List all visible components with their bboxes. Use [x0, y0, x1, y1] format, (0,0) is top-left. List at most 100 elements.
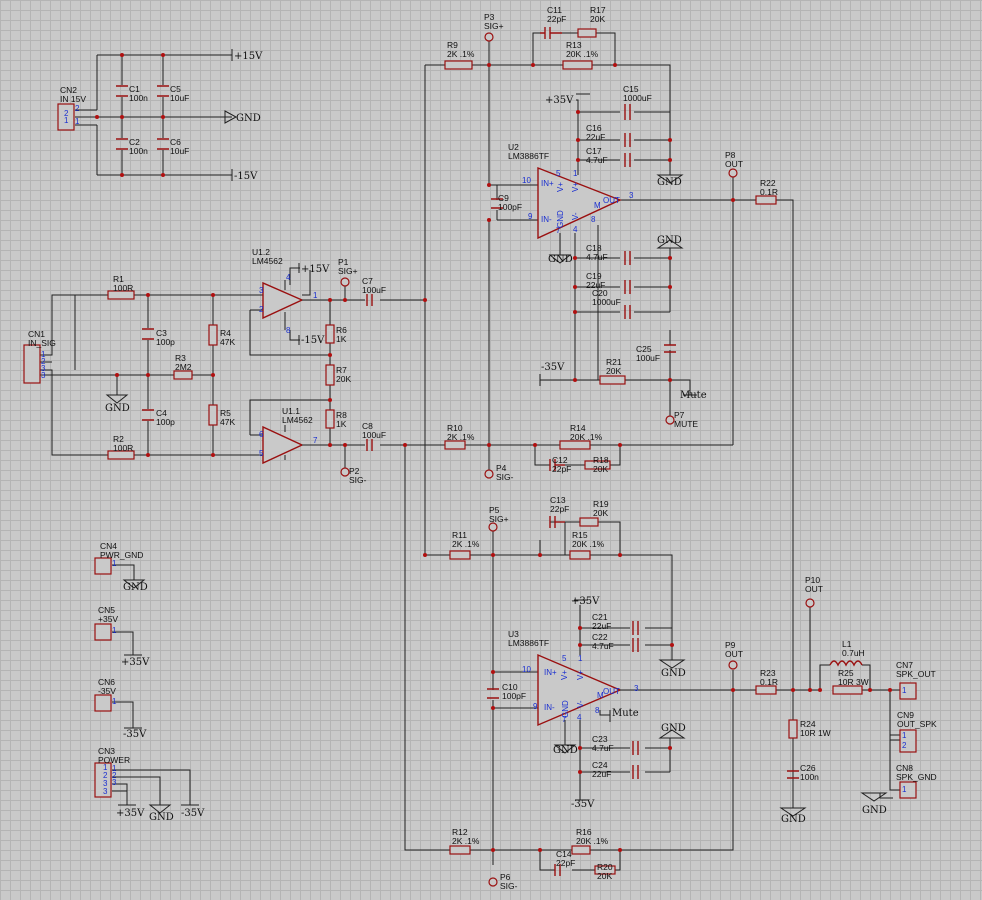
c7-ref: C7 — [362, 276, 373, 286]
pin-label-1: 1 — [75, 117, 80, 126]
r15-resistor — [569, 550, 591, 560]
r14-ref: R14 — [570, 423, 586, 433]
pin-label-14: 10 — [522, 176, 531, 185]
u3-value: LM3886TF — [508, 638, 549, 648]
p6-ref: P6 — [500, 872, 511, 882]
c19-value: 22uF — [586, 280, 605, 290]
pin-label-44: 1 — [103, 763, 108, 772]
u3-vplus2-pin: V+ — [576, 670, 585, 680]
cn5-ref: CN5 — [98, 605, 115, 615]
r4-ref: R4 — [220, 328, 231, 338]
c6-ref: C6 — [170, 137, 181, 147]
gnd_u3a-label: GND — [661, 668, 686, 679]
p35a-label: +35V — [545, 95, 574, 106]
r22-ref: R22 — [760, 178, 776, 188]
u3-vplus-pin: V+ — [560, 670, 569, 680]
u2-ref: U2 — [508, 142, 519, 152]
r16-resistor — [571, 845, 591, 855]
l1-value: 0.7uH — [842, 648, 865, 658]
pin-label-21: OUT — [603, 196, 620, 205]
r5-resistor — [208, 404, 218, 426]
p1-ref: P1 — [338, 257, 349, 267]
cn3-ref: CN3 — [98, 746, 115, 756]
u3-gnd-pin: GND — [561, 700, 570, 718]
pin-label-28: IN+ — [544, 668, 557, 677]
r2-value: 100R — [113, 443, 133, 453]
cn2-ref: CN2 — [60, 85, 77, 95]
pin-label-38: 1 — [112, 559, 117, 568]
p3-value: SIG+ — [484, 21, 504, 31]
c4-value: 100p — [156, 417, 175, 427]
cn4-connector — [94, 557, 112, 575]
pin-label-18: 5 — [556, 169, 561, 178]
r22-resistor — [755, 195, 777, 205]
r18-value: 20K — [593, 464, 608, 474]
cn7-ref: CN7 — [896, 660, 913, 670]
m35b-label: -35V — [571, 799, 595, 810]
r8-value: 1K — [336, 419, 347, 429]
p7-ref: P7 — [674, 410, 685, 420]
pin-label-37: 7 — [562, 715, 567, 724]
pin-label-11: 6 — [259, 430, 264, 439]
r17-resistor — [577, 28, 597, 38]
p15a-label: +15V — [234, 51, 263, 62]
cn8-connector — [899, 781, 917, 799]
u2-vplus-pin: V+ — [556, 182, 565, 192]
u2-vminus-pin: V- — [571, 212, 580, 220]
r13-ref: R13 — [566, 40, 582, 50]
c14-value: 22pF — [556, 858, 575, 868]
u2-value: LM3886TF — [508, 151, 549, 161]
pin-label-20: 3 — [629, 191, 634, 200]
p2-value: SIG- — [349, 475, 367, 485]
pin-label-40: 1 — [112, 697, 117, 706]
pin-label-46: 3 — [103, 779, 108, 788]
pin-label-19: 1 — [573, 169, 578, 178]
c13-ref: C13 — [550, 495, 566, 505]
c21-value: 22uF — [592, 621, 611, 631]
c8-ref: C8 — [362, 421, 373, 431]
gnd_u2a-label: GND — [657, 177, 682, 188]
r16-ref: R16 — [576, 827, 592, 837]
pin-label-5: 3 — [41, 371, 46, 380]
c15-ref: C15 — [623, 84, 639, 94]
p2-testpoint — [340, 467, 350, 477]
pin-label-8: 1 — [313, 291, 318, 300]
r9-ref: R9 — [447, 40, 458, 50]
c3-ref: C3 — [156, 328, 167, 338]
r9-resistor — [444, 60, 473, 70]
pin-label-52: 2 — [64, 109, 69, 118]
cn2-connector — [57, 103, 75, 131]
r10-resistor — [444, 440, 466, 450]
c24-ref: C24 — [592, 760, 608, 770]
pin-label-34: M — [597, 691, 604, 700]
c21-ref: C21 — [592, 612, 608, 622]
r16-value: 20K .1% — [576, 836, 609, 846]
pin-label-35: 8 — [595, 706, 600, 715]
gnd_out-label: GND — [781, 814, 806, 825]
c18-ref: C18 — [586, 243, 602, 253]
p4-value: SIG- — [496, 472, 514, 482]
m35a-label: -35V — [541, 362, 565, 373]
pin-label-10: 8 — [286, 326, 291, 335]
c10-value: 100pF — [502, 691, 526, 701]
p7-value: MUTE — [674, 419, 698, 429]
r5-value: 47K — [220, 417, 235, 427]
cn5-connector — [94, 623, 112, 641]
pin-label-9: 4 — [286, 273, 291, 282]
r17-value: 20K — [590, 14, 605, 24]
pin-label-27: 9 — [533, 702, 538, 711]
c19-ref: C19 — [586, 271, 602, 281]
r1-resistor — [107, 290, 135, 300]
cn6-connector — [94, 694, 112, 712]
p4-ref: P4 — [496, 463, 507, 473]
gnd_spk-label: GND — [862, 805, 887, 816]
u3-power-amp — [537, 653, 622, 727]
c12-ref: C12 — [552, 455, 568, 465]
c17-ref: C17 — [586, 146, 602, 156]
pin-label-22: M — [594, 201, 601, 210]
gnd_cn4-label: GND — [123, 582, 148, 593]
c6-value: 10uF — [170, 146, 189, 156]
c26-ref: C26 — [800, 763, 816, 773]
pin-label-45: 2 — [103, 771, 108, 780]
cn3-connector — [94, 762, 112, 798]
